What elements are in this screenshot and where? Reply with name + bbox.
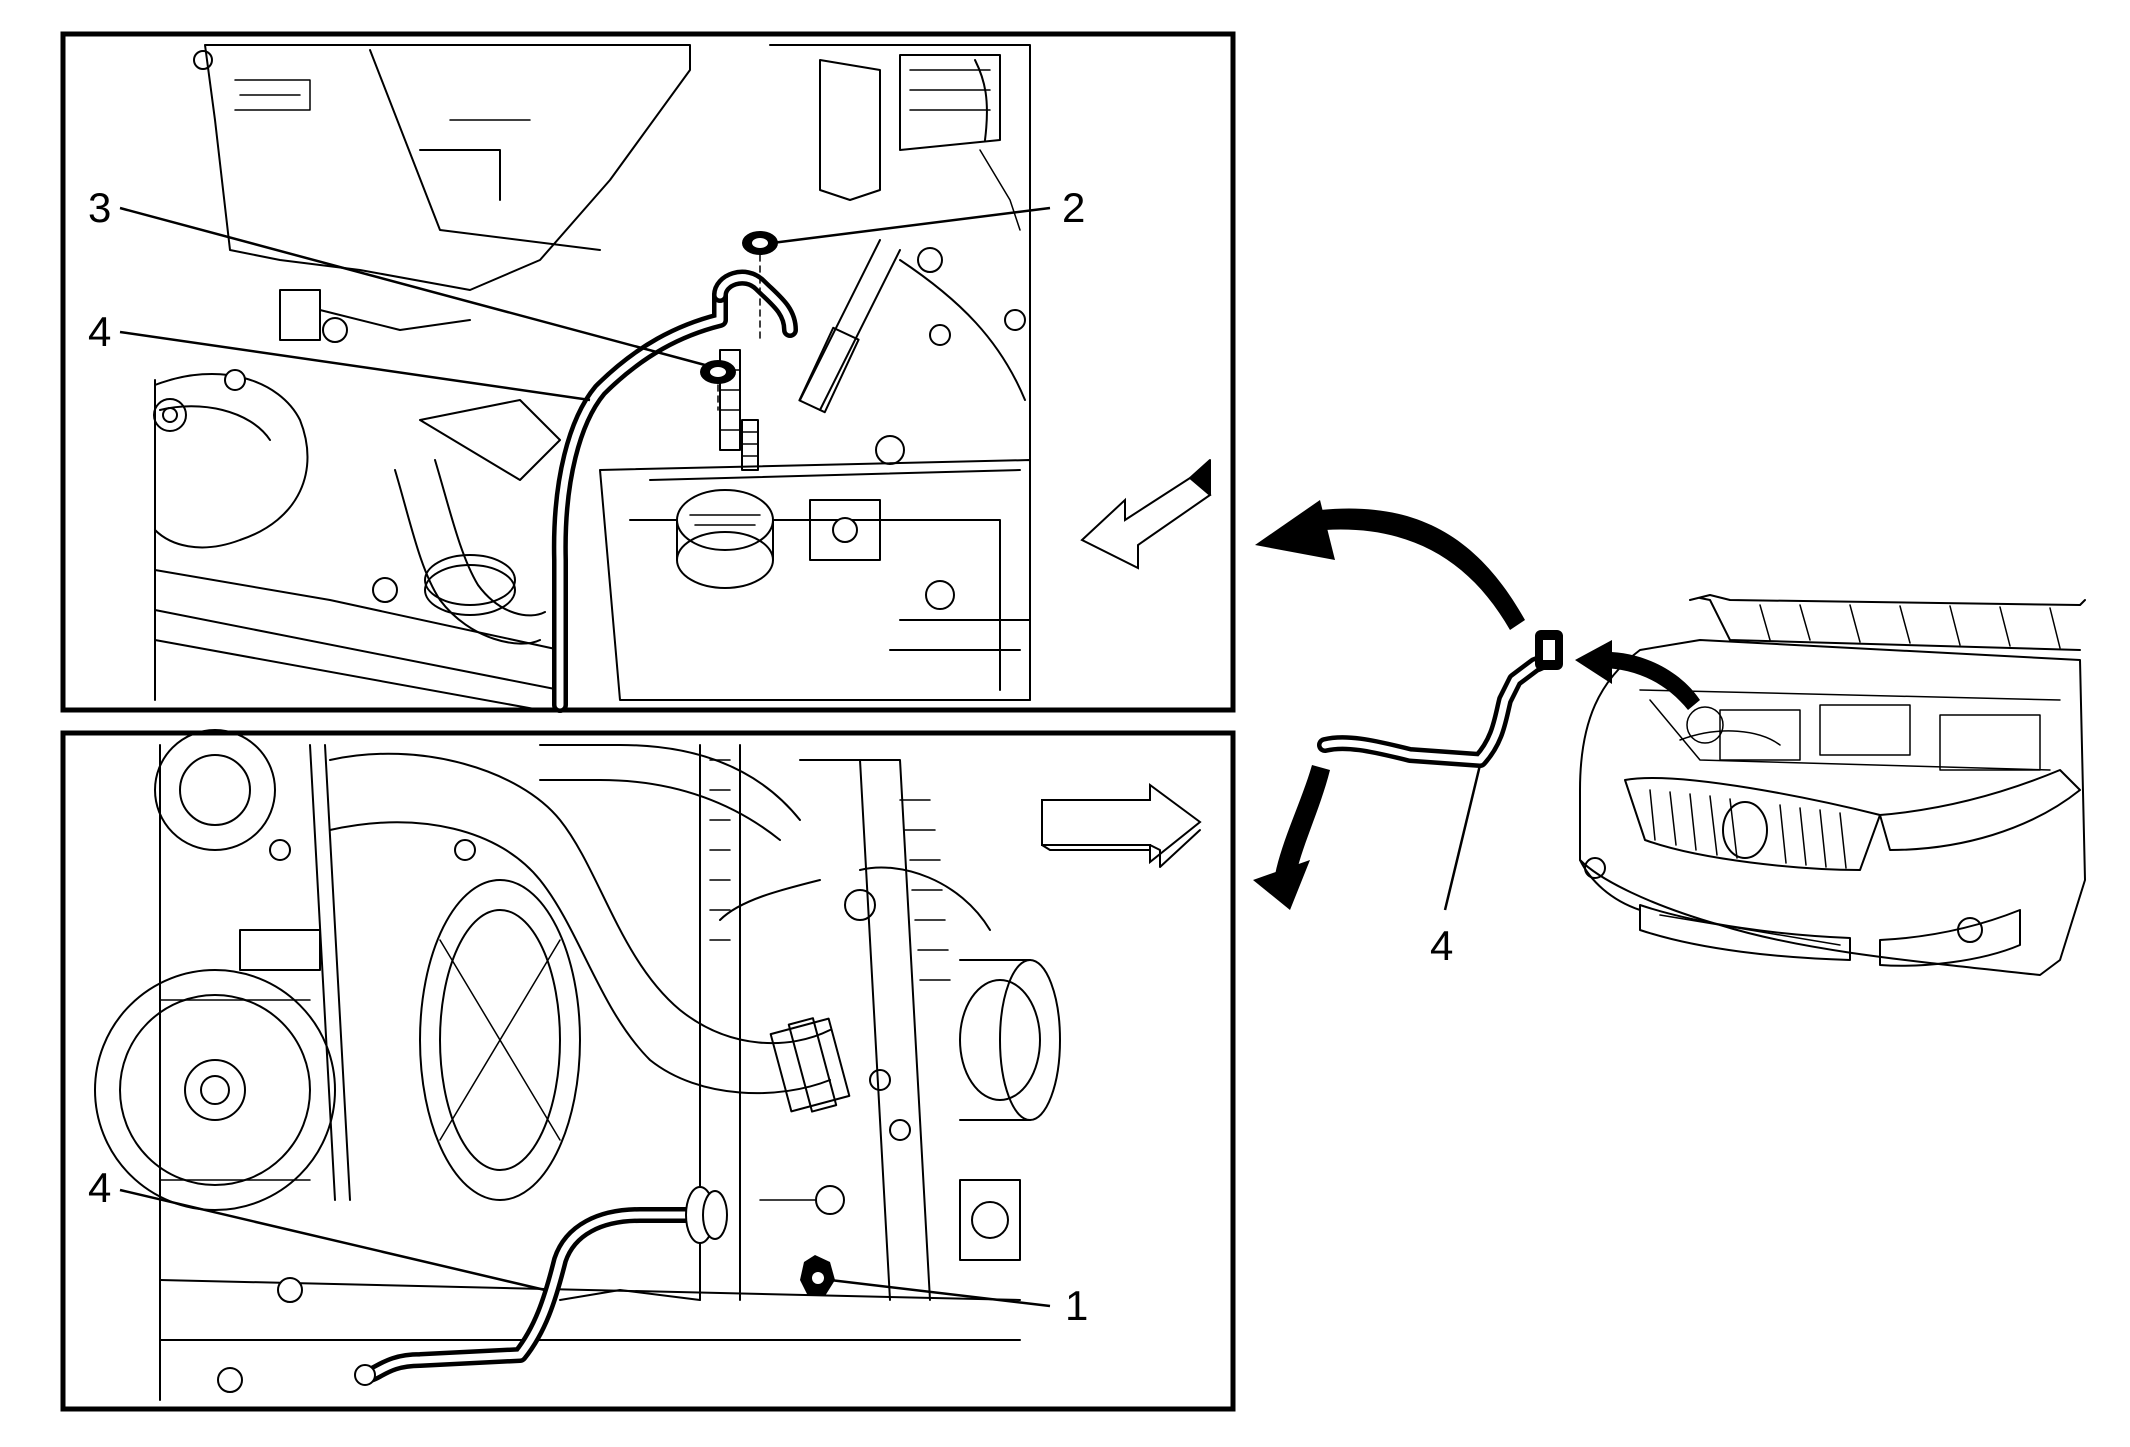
callout-4-bottom: 4 bbox=[88, 1164, 111, 1211]
top-detail-panel: 3 4 2 bbox=[60, 31, 1236, 713]
curved-arrow-to-hose-icon bbox=[1575, 640, 1700, 710]
clip-1 bbox=[800, 1255, 835, 1296]
top-hose-4 bbox=[551, 269, 798, 713]
top-fasteners bbox=[700, 231, 778, 471]
bottom-panel-frame bbox=[60, 730, 1236, 1412]
vehicle-overview: 4 bbox=[1253, 500, 2086, 976]
callout-1-bottom: 1 bbox=[1065, 1282, 1088, 1329]
leader-4-top bbox=[119, 330, 591, 402]
hollow-arrow-left-icon bbox=[1080, 459, 1212, 570]
leader-4-vehicle bbox=[1443, 764, 1482, 911]
callout-4-top: 4 bbox=[88, 308, 111, 355]
bottom-engine-illustration bbox=[94, 729, 1061, 1401]
removed-hose-4 bbox=[1317, 630, 1563, 768]
leader-4-bottom bbox=[119, 1188, 546, 1292]
curved-arrow-down-left-icon bbox=[1253, 765, 1330, 910]
leader-3-top bbox=[119, 206, 706, 367]
leader-2-top bbox=[771, 206, 1051, 245]
callout-4-vehicle: 4 bbox=[1430, 922, 1453, 969]
top-panel-frame bbox=[60, 31, 1236, 713]
callout-2-top: 2 bbox=[1062, 184, 1085, 231]
bottom-detail-panel: 4 1 bbox=[60, 729, 1236, 1412]
bottom-hose-4 bbox=[354, 1186, 728, 1386]
vehicle-front-illustration bbox=[1579, 594, 2086, 976]
curved-arrow-up-left-icon bbox=[1255, 500, 1525, 630]
top-engine-illustration bbox=[153, 44, 1031, 711]
leader-1-bottom bbox=[829, 1278, 1051, 1308]
callout-3-top: 3 bbox=[88, 184, 111, 231]
hollow-arrow-right-icon bbox=[1041, 783, 1202, 868]
